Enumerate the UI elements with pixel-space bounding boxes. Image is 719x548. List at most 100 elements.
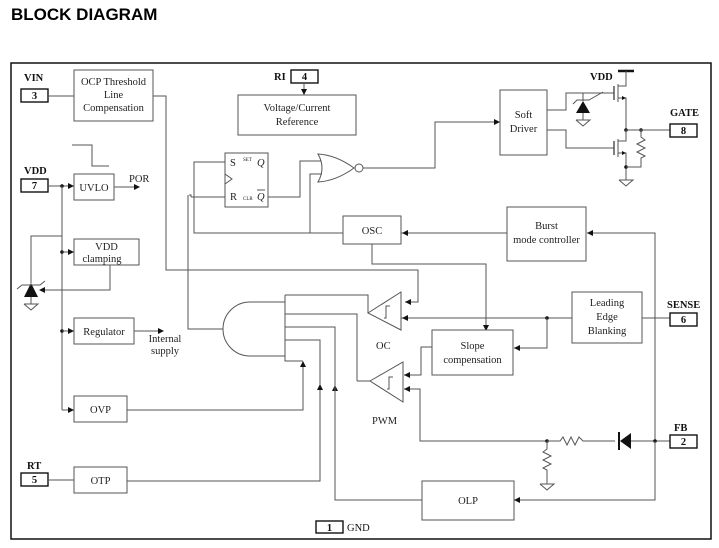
svg-text:OTP: OTP	[91, 476, 111, 487]
svg-text:VDD: VDD	[95, 242, 118, 253]
resistor-shunt-icon	[541, 441, 553, 484]
svg-text:compensation: compensation	[443, 355, 502, 366]
por-label: POR	[129, 174, 149, 185]
comparator-oc	[366, 291, 402, 331]
oc-label: OC	[376, 341, 391, 352]
arrow-icon	[514, 497, 520, 503]
svg-text:Leading: Leading	[590, 298, 625, 309]
pin-vin-label: VIN	[24, 73, 44, 84]
mosfet-low-icon	[613, 130, 627, 175]
hysteresis-icon	[72, 144, 109, 167]
svg-text:Line: Line	[104, 90, 124, 101]
pin-sense: SENSE 6	[667, 300, 700, 327]
block-regulator: Regulator	[73, 317, 135, 345]
block-voltage-current-reference: Voltage/Current Reference	[237, 94, 357, 136]
zener-clamp-icon	[16, 280, 46, 311]
arrow-icon	[587, 230, 593, 236]
page-title: BLOCK DIAGRAM	[11, 5, 158, 24]
ground-icon	[539, 483, 556, 491]
block-slope-compensation: Slope compensation	[431, 329, 514, 376]
svg-text:OVP: OVP	[90, 405, 111, 416]
nor-gate	[317, 153, 364, 183]
svg-text:Regulator: Regulator	[83, 327, 125, 338]
svg-text:1: 1	[327, 523, 332, 534]
arrow-icon	[514, 345, 520, 351]
svg-text:Soft: Soft	[515, 110, 533, 121]
arrow-icon	[68, 328, 74, 334]
internal-supply-label: Internal	[149, 334, 182, 345]
svg-text:Driver: Driver	[510, 124, 538, 135]
diode-icon	[618, 432, 631, 450]
pin-vdd: VDD 7	[20, 166, 49, 193]
arrow-icon	[402, 315, 408, 321]
vdd-rail-label: VDD	[590, 72, 613, 83]
svg-text:supply: supply	[151, 346, 180, 357]
svg-text:VDD: VDD	[24, 166, 47, 177]
svg-text:RI: RI	[274, 72, 286, 83]
svg-text:mode controller: mode controller	[513, 235, 580, 246]
pin-fb: FB 2	[669, 423, 698, 449]
svg-text:CLR: CLR	[243, 197, 253, 202]
svg-text:OLP: OLP	[458, 496, 478, 507]
arrow-icon	[404, 386, 410, 392]
block-soft-driver: Soft Driver	[499, 89, 548, 156]
svg-text:6: 6	[681, 315, 686, 326]
mosfet-high-icon	[613, 71, 627, 130]
svg-text:GATE: GATE	[670, 108, 699, 119]
arrow-icon	[405, 299, 411, 305]
svg-text:Reference: Reference	[276, 117, 319, 128]
svg-text:S: S	[230, 158, 236, 169]
pin-ri: RI 4	[274, 69, 319, 84]
svg-text:SENSE: SENSE	[667, 300, 700, 311]
svg-text:Blanking: Blanking	[588, 326, 627, 337]
block-ovp: OVP	[73, 395, 128, 423]
block-uvlo: UVLO	[73, 173, 115, 201]
arrow-icon	[402, 230, 408, 236]
svg-text:R: R	[230, 192, 237, 203]
svg-text:clamping: clamping	[82, 254, 122, 265]
svg-text:Q: Q	[257, 158, 265, 169]
svg-text:Q: Q	[257, 192, 265, 203]
diagram-frame	[10, 62, 712, 540]
arrow-icon	[301, 89, 307, 95]
svg-text:OSC: OSC	[362, 226, 382, 237]
resistor-series-icon	[547, 435, 615, 447]
comparator-pwm	[369, 361, 404, 403]
block-vdd-clamping: VDD clamping	[73, 238, 140, 266]
pin-vin: VIN 3	[20, 73, 49, 103]
arrow-icon	[158, 328, 164, 334]
svg-text:FB: FB	[674, 423, 687, 434]
svg-text:Compensation: Compensation	[83, 103, 144, 114]
resistor-icon	[626, 130, 647, 168]
block-leading-edge-blanking: Leading Edge Blanking	[571, 291, 643, 344]
svg-text:GND: GND	[347, 523, 370, 534]
pin-vin-number: 3	[32, 91, 37, 102]
arrow-icon	[494, 119, 500, 125]
svg-text:RT: RT	[27, 461, 41, 472]
svg-text:Edge: Edge	[596, 312, 618, 323]
svg-text:Voltage/Current: Voltage/Current	[264, 103, 331, 114]
arrow-icon	[39, 287, 45, 293]
zener-diode-icon	[572, 91, 604, 127]
block-burst-mode-controller: Burst mode controller	[506, 206, 587, 262]
svg-text:Burst: Burst	[535, 221, 558, 232]
pwm-label: PWM	[372, 416, 398, 427]
svg-text:5: 5	[32, 475, 37, 486]
sr-flip-flop: S SET Q R CLR Q	[224, 152, 269, 208]
arrow-icon	[134, 184, 140, 190]
svg-text:Slope: Slope	[461, 341, 485, 352]
and-gate	[222, 301, 286, 357]
svg-text:8: 8	[681, 126, 686, 137]
svg-text:7: 7	[32, 181, 37, 192]
ground-icon	[618, 179, 635, 187]
pin-rt: RT 5	[20, 461, 49, 487]
pin-gnd: 1 GND	[315, 520, 370, 534]
arrow-icon	[404, 372, 410, 378]
block-otp: OTP	[73, 466, 128, 494]
block-olp: OLP	[421, 480, 515, 521]
pin-gate: GATE 8	[669, 108, 699, 138]
svg-text:4: 4	[302, 72, 308, 83]
arrow-icon	[68, 249, 74, 255]
arrow-icon	[68, 183, 74, 189]
